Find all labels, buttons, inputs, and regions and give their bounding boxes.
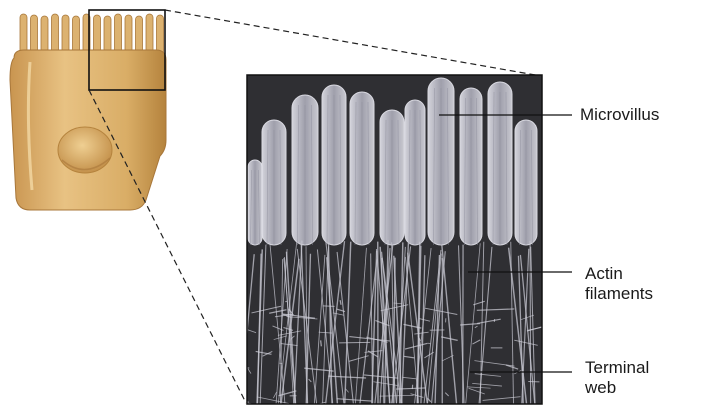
actin-strand <box>530 241 531 404</box>
label-terminal-line2: web <box>585 378 649 398</box>
zoom-connector-bottom <box>89 90 246 403</box>
cell-nucleus <box>58 127 112 173</box>
label-actin-line2: filaments <box>585 284 653 304</box>
epithelial-cell <box>10 14 166 210</box>
zoom-connector-top <box>165 10 541 76</box>
label-terminal-line1: Terminal <box>585 358 649 378</box>
electron-micrograph <box>232 75 554 406</box>
terminal-web-strand <box>340 300 341 305</box>
label-microvillus: Microvillus <box>580 105 659 125</box>
terminal-web-strand <box>321 340 322 346</box>
terminal-web-strand <box>339 342 370 343</box>
label-terminal-web: Terminal web <box>585 358 649 398</box>
label-actin-line1: Actin <box>585 264 653 284</box>
label-actin-filaments: Actin filaments <box>585 264 653 304</box>
